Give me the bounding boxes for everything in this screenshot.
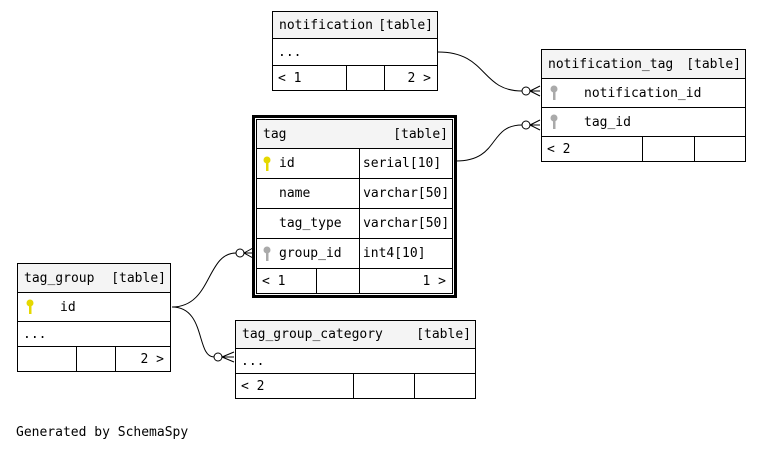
table-footer: 2 >: [18, 347, 170, 371]
table-kind: [table]: [686, 56, 741, 72]
column-name: name: [279, 186, 311, 201]
table-row: id serial[10]: [257, 149, 452, 179]
edge-tag-group-to-tag: [171, 252, 237, 308]
table-tag-group[interactable]: tag_group [table] id ... 2 >: [17, 263, 171, 372]
table-header: tag_group [table]: [18, 264, 170, 293]
edge-tag-group-to-category: [171, 306, 215, 358]
column-name: id: [279, 156, 295, 171]
children-count: [414, 374, 475, 398]
table-name: tag: [263, 126, 287, 142]
children-count[interactable]: 2 >: [115, 347, 170, 371]
table-footer: < 2: [236, 374, 475, 398]
parents-count[interactable]: < 1: [278, 70, 302, 86]
column-type: serial[10]: [358, 149, 452, 178]
table-header: notification [table]: [273, 12, 437, 39]
column-count: [315, 269, 359, 293]
table-row: group_id int4[10]: [257, 239, 452, 269]
column-count: [353, 374, 414, 398]
parents-count: [18, 347, 76, 371]
edge-optional-marker: [213, 352, 223, 362]
table-tag[interactable]: tag [table] id serial[10] name varchar[5…: [252, 115, 457, 298]
primary-key-icon: [263, 156, 273, 172]
parents-count[interactable]: < 2: [241, 378, 265, 394]
column-name: notification_id: [584, 85, 702, 101]
edge-optional-marker: [235, 248, 245, 258]
ellipsis-row: ...: [241, 353, 265, 369]
table-header: notification_tag [table]: [542, 50, 745, 79]
table-notification[interactable]: notification [table] ... < 1 2 >: [272, 11, 438, 91]
column-type: varchar[50]: [359, 209, 452, 238]
table-row: notification_id: [542, 79, 745, 108]
table-name: tag_group: [24, 270, 95, 286]
children-count: [694, 137, 745, 161]
edge-optional-marker: [521, 120, 531, 130]
parents-count[interactable]: < 2: [547, 141, 571, 157]
table-footer: < 1 2 >: [273, 66, 437, 90]
table-row: ...: [18, 322, 170, 347]
column-name: group_id: [279, 246, 342, 261]
children-count[interactable]: 1 >: [358, 269, 452, 293]
ellipsis-row: ...: [278, 44, 302, 60]
table-row: tag_type varchar[50]: [257, 209, 452, 239]
edge-optional-marker: [521, 86, 531, 96]
edge-tag-to-notification-tag: [455, 124, 523, 162]
table-header: tag_group_category [table]: [236, 321, 475, 349]
generated-by-label: Generated by SchemaSpy: [16, 425, 189, 440]
table-row: ...: [236, 349, 475, 374]
column-count: [642, 137, 694, 161]
table-row: tag_id: [542, 108, 745, 137]
table-kind: [table]: [111, 270, 166, 286]
edge-crowfoot-marker: [221, 351, 235, 363]
table-name: notification_tag: [548, 56, 674, 72]
table-footer: < 2: [542, 137, 745, 161]
table-name: tag_group_category: [242, 327, 383, 342]
table-row: name varchar[50]: [257, 179, 452, 209]
column-name: id: [60, 299, 76, 315]
table-kind: [table]: [378, 17, 433, 33]
ellipsis-row: ...: [23, 326, 47, 342]
edge-notification-to-notification-tag: [437, 51, 523, 92]
column-type: varchar[50]: [359, 179, 452, 208]
column-count: [346, 66, 384, 90]
column-type: int4[10]: [358, 239, 452, 268]
table-tag-group-category[interactable]: tag_group_category [table] ... < 2: [235, 320, 476, 399]
edge-crowfoot-marker: [529, 119, 541, 131]
children-count[interactable]: 2 >: [384, 66, 437, 90]
table-kind: [table]: [393, 126, 448, 142]
foreign-key-icon: [550, 85, 560, 101]
table-row: ...: [273, 39, 437, 66]
column-name: tag_id: [584, 114, 631, 130]
table-kind: [table]: [416, 327, 471, 342]
table-footer: < 1 1 >: [257, 269, 452, 293]
table-name: notification: [279, 17, 373, 33]
table-header: tag [table]: [257, 120, 452, 149]
table-notification-tag[interactable]: notification_tag [table] notification_id…: [541, 49, 746, 162]
table-row: id: [18, 293, 170, 322]
foreign-key-icon: [263, 246, 273, 262]
column-count: [76, 347, 115, 371]
primary-key-icon: [26, 299, 36, 315]
parents-count[interactable]: < 1: [262, 273, 286, 289]
edge-crowfoot-marker: [529, 85, 541, 97]
foreign-key-icon: [550, 114, 560, 130]
column-name: tag_type: [279, 216, 342, 231]
edge-crowfoot-marker: [243, 247, 254, 259]
